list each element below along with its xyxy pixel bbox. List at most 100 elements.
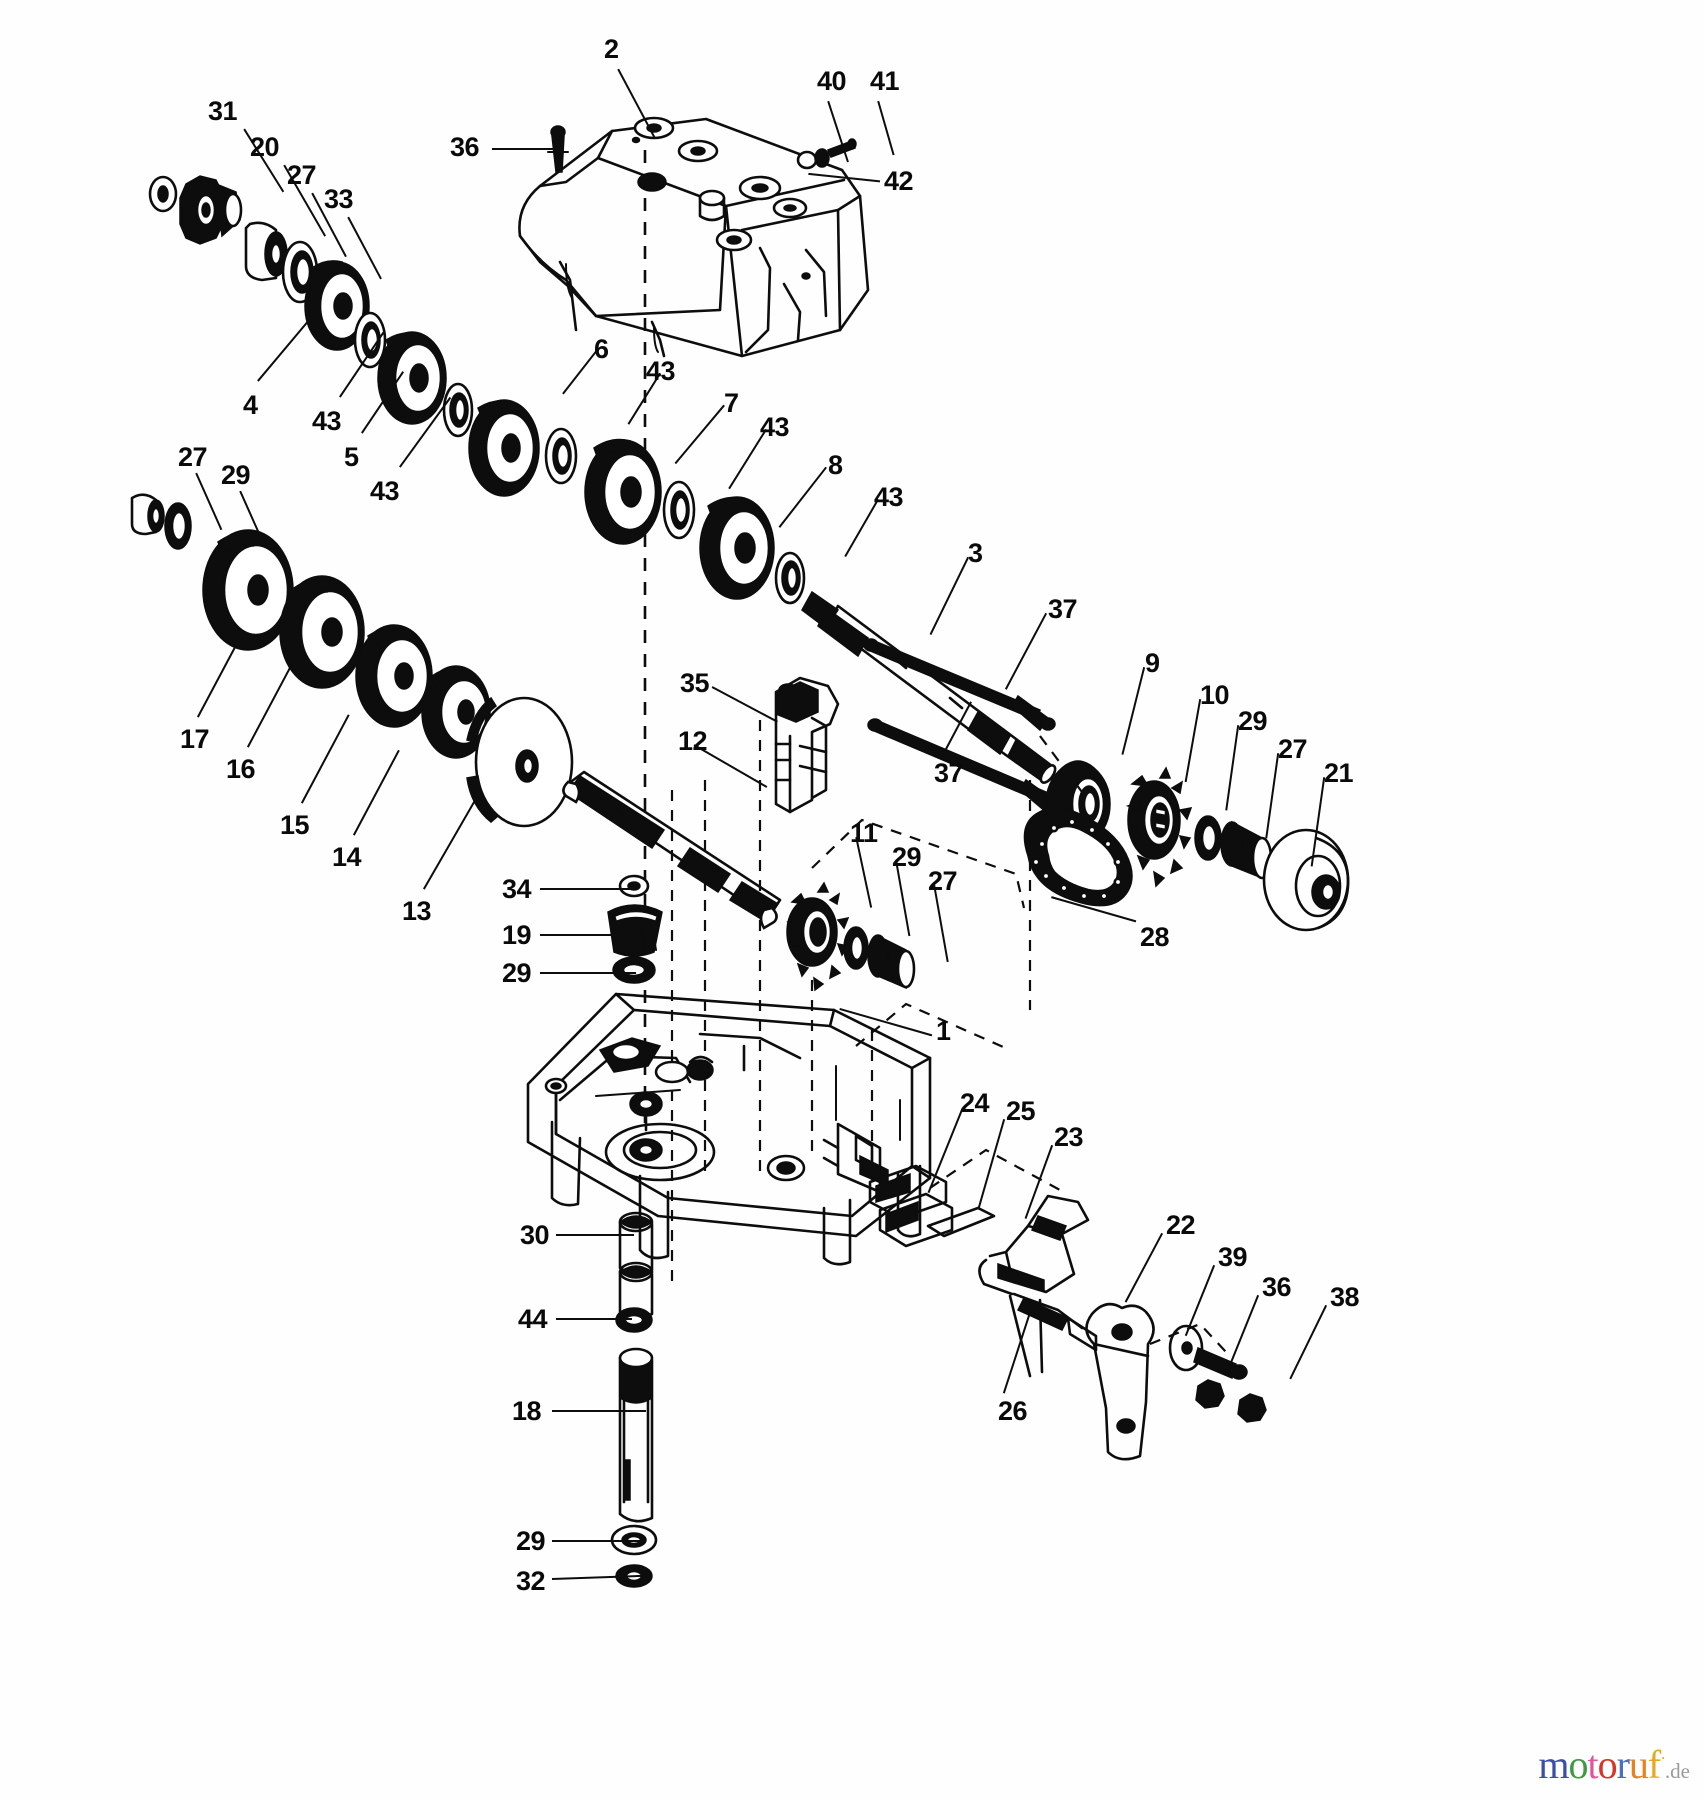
watermark-letter: r [1616,1742,1630,1787]
spacer-27-left [130,493,165,536]
callout-43b: 43 [370,476,400,506]
callout-10: 10 [1200,680,1230,710]
callout-8: 8 [828,450,843,480]
shift-bracket-23 [978,1194,1098,1352]
callout-3: 3 [968,538,983,568]
gear-7 [584,438,662,545]
washer-29-right [1194,815,1222,861]
callout-35: 35 [680,668,710,698]
callout-32: 32 [516,1566,546,1596]
spacer-27-right [1220,820,1273,880]
callout-39: 39 [1218,1242,1248,1272]
fasteners-40-41-42 [796,138,857,170]
chain-28 [1023,807,1133,907]
washer-43-b [442,382,474,438]
callout-14: 14 [332,842,362,872]
watermark-letter: o [1597,1742,1618,1787]
callout-6: 6 [594,334,609,364]
lower-housing-1 [526,992,932,1266]
callout-28: 28 [1140,922,1170,952]
watermark-letter: u [1628,1742,1649,1787]
callout-5: 5 [344,442,359,472]
callout-15: 15 [280,810,310,840]
callout-29c: 29 [892,842,922,872]
washer-29-c [843,926,869,970]
callout-37b: 37 [934,758,964,788]
retaining-ring-34 [618,874,650,898]
callout-16: 16 [226,754,256,784]
assembly-dash-shift [929,1148,1061,1191]
callout-43e: 43 [874,482,904,512]
leader-line-29e [552,1540,646,1543]
gear-4 [304,260,370,351]
callout-29e: 29 [516,1526,546,1556]
callout-29b: 29 [1238,706,1268,736]
gear-17 [202,529,294,651]
washer-29-left [164,502,192,550]
shift-rod-37-a [863,638,1056,732]
callout-38: 38 [1330,1282,1360,1312]
sprocket-11 [786,881,850,992]
washer-43-e [774,551,806,605]
callout-25: 25 [1006,1096,1036,1126]
assembly-dash-case [855,1002,1011,1052]
gear-6 [468,399,540,497]
gear-15 [355,624,433,728]
watermark-letter: t [1587,1742,1598,1787]
retaining-ring-31 [148,175,178,213]
callout-41: 41 [870,66,900,96]
pulley-21 [1262,828,1350,932]
callout-27c: 27 [1278,734,1308,764]
callout-27d: 27 [928,866,958,896]
leader-line-19 [540,934,634,937]
gear-13 [466,696,574,828]
callout-29a: 29 [221,460,251,490]
callout-40: 40 [817,66,847,96]
callout-23: 23 [1054,1122,1084,1152]
callout-44: 44 [518,1304,548,1334]
leader-line-29d [540,972,636,975]
shift-pins-26 [1008,1294,1044,1378]
shift-block-24 [868,1164,954,1248]
watermark-dot: · [1660,1748,1666,1768]
callout-34: 34 [502,874,532,904]
callout-43c: 43 [646,356,676,386]
callout-43a: 43 [312,406,342,436]
lever-22 [1085,1302,1155,1461]
watermark-letter: f [1647,1742,1661,1787]
callout-13: 13 [402,896,432,926]
watermark-letter: o [1568,1742,1588,1787]
callout-37a: 37 [1048,594,1078,624]
callout-33: 33 [324,184,354,214]
gear-8 [699,496,775,600]
callout-36b: 36 [1262,1272,1292,1302]
spacer-27-c [867,934,916,990]
bearing-20 [179,175,243,245]
washer-29-d [612,956,656,984]
callout-31: 31 [208,96,238,126]
upper-housing-cover [518,116,870,358]
leader-line-18 [552,1410,646,1413]
callout-12: 12 [678,726,708,756]
callout-43d: 43 [760,412,790,442]
sprocket-10 [1125,766,1193,888]
shift-plate-25 [926,1206,996,1238]
washer-39 [1168,1324,1204,1372]
leader-line-30 [556,1234,634,1237]
bolt-36-top [547,125,569,173]
callout-27a: 27 [287,160,317,190]
callout-20: 20 [250,132,280,162]
callout-9: 9 [1145,648,1160,678]
callout-30: 30 [520,1220,550,1250]
nuts-38 [1195,1379,1267,1423]
spacer-27-a [244,221,288,282]
callout-29d: 29 [502,958,532,988]
bevel-pinion-19 [607,904,663,957]
gear-5 [377,331,447,425]
watermark-letter: m [1538,1742,1569,1787]
callout-19: 19 [502,920,532,950]
callout-1: 1 [936,1016,951,1046]
callout-2: 2 [604,34,619,64]
